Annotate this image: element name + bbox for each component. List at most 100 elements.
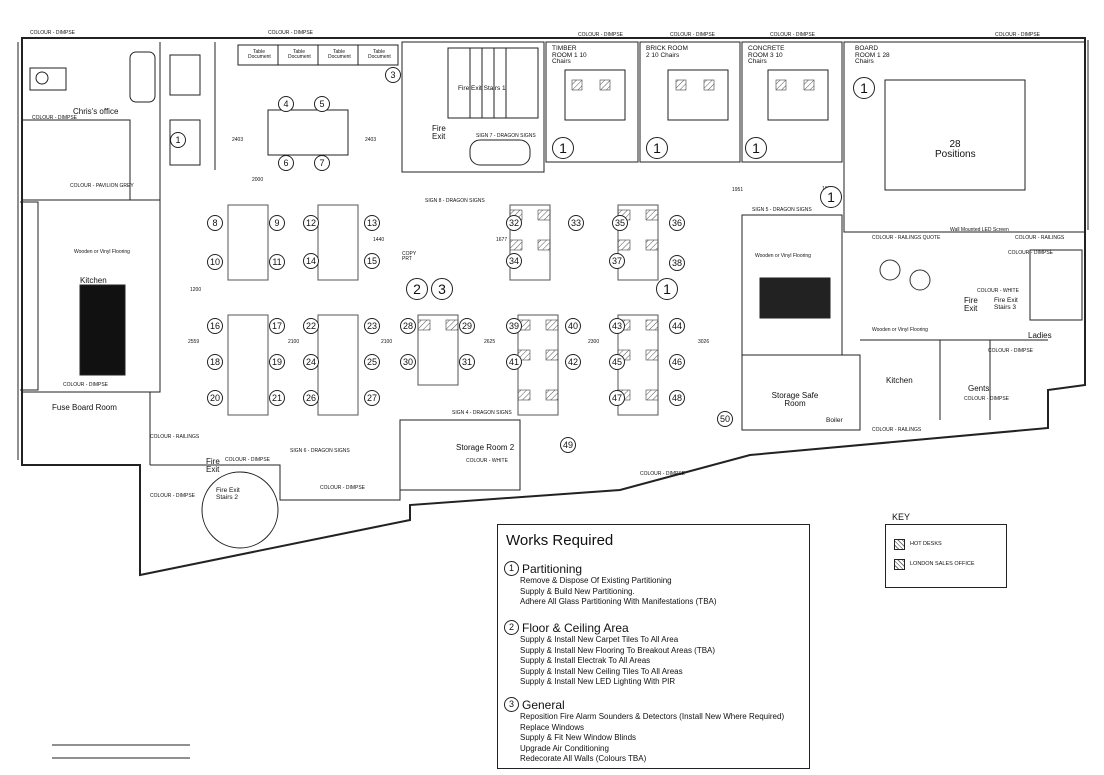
desk-number: 5	[314, 96, 330, 112]
works-item: Supply & Fit New Window Blinds	[520, 733, 637, 742]
dimension-label: 1677	[496, 237, 508, 243]
room-label: Wall Mounted LED Screen	[950, 227, 1009, 233]
sales-office-swatch	[894, 559, 905, 570]
zone-marker: 3	[431, 278, 453, 300]
desk-number: 24	[303, 354, 319, 370]
colour-label: COLOUR - RAILINGS QUOTE	[872, 235, 941, 241]
colour-label: COLOUR - DIMPSE	[30, 30, 76, 36]
desk-number: 47	[609, 390, 625, 406]
desk-number: 11	[269, 254, 285, 270]
room-label: TIMBER ROOM 1 10 Chairs	[552, 45, 587, 65]
dimension-label: 3026	[698, 339, 710, 345]
desk-number: 17	[269, 318, 285, 334]
desk-number: 49	[560, 437, 576, 453]
dimension-label: 1440	[373, 237, 385, 243]
hot-desk-swatch	[894, 539, 905, 550]
room-label: Wooden or Vinyl Flooring	[755, 253, 811, 259]
section-number: 3	[504, 697, 519, 712]
desk-number: 39	[506, 318, 522, 334]
colour-label: COLOUR - RAILINGS	[872, 427, 922, 433]
desk-number: 23	[364, 318, 380, 334]
dimension-label: 2559	[188, 339, 200, 345]
desk-number: 12	[303, 215, 319, 231]
room-label: Storage Room 2	[456, 443, 515, 452]
desk-number: 35	[612, 215, 628, 231]
desk-number: 29	[459, 318, 475, 334]
section-heading: Partitioning	[522, 561, 583, 576]
desk-number: 30	[400, 354, 416, 370]
desk-number: 36	[669, 215, 685, 231]
room-label: CONCRETE ROOM 3 10 Chairs	[748, 45, 785, 65]
desk-number: 4	[278, 96, 294, 112]
room-label: Fuse Board Room	[52, 403, 117, 412]
desk-number: 3	[385, 67, 401, 83]
desk-number: 13	[364, 215, 380, 231]
desk-number: 40	[565, 318, 581, 334]
room-label: BRICK ROOM 2 10 Chairs	[646, 45, 688, 59]
room-label: Kitchen	[80, 276, 107, 285]
legend-key: KEY HOT DESKS LONDON SALES OFFICE	[885, 512, 1007, 588]
table-doc-label: Table Document	[368, 49, 391, 60]
sign-label: SIGN 5 - DRAGON SIGNS	[752, 207, 812, 213]
desk-number: 33	[568, 215, 584, 231]
zone-marker: 1	[646, 137, 668, 159]
colour-label: COLOUR - DIMPSE	[320, 485, 366, 491]
desk-number: 20	[207, 390, 223, 406]
room-label: Gents	[968, 384, 990, 393]
desk-number: 18	[207, 354, 223, 370]
colour-label: COLOUR - DIMPSE	[995, 32, 1041, 38]
desk-number: 16	[207, 318, 223, 334]
desk-number: 26	[303, 390, 319, 406]
colour-label: COLOUR - DIMPSE	[988, 348, 1034, 354]
works-item: Replace Windows	[520, 722, 585, 732]
room-label: Boiler	[826, 417, 843, 424]
colour-label: COLOUR - RAILINGS	[150, 434, 200, 440]
desk-number: 41	[506, 354, 522, 370]
section-number: 2	[504, 620, 519, 635]
room-label: Ladies	[1028, 331, 1052, 340]
colour-label: COLOUR - DIMPSE	[225, 457, 271, 463]
colour-label: COLOUR - DIMPSE	[150, 493, 196, 499]
works-item: Adhere All Glass Partitioning With Manif…	[520, 597, 717, 606]
zone-marker: 1	[820, 186, 842, 208]
zone-marker: 1	[552, 137, 574, 159]
table-doc-label: Table Document	[248, 49, 271, 60]
room-label: COPY PRT	[402, 251, 417, 262]
desk-number: 32	[506, 215, 522, 231]
works-item: Supply & Install New Carpet Tiles To All…	[520, 635, 679, 644]
room-label: Fire Exit	[964, 296, 978, 313]
zone-marker: 2	[406, 278, 428, 300]
colour-label: COLOUR - RAILINGS	[1015, 235, 1065, 241]
key-item: LONDON SALES OFFICE	[910, 561, 975, 567]
zone-marker: 1	[853, 77, 875, 99]
dimension-label: 2300	[588, 339, 600, 345]
colour-label: COLOUR - PAVILION GREY	[70, 183, 134, 189]
section-number: 1	[504, 561, 519, 576]
desk-number: 7	[314, 155, 330, 171]
section-heading: Floor & Ceiling Area	[522, 620, 629, 635]
works-item: Upgrade Air Conditioning	[520, 743, 609, 753]
zone-marker: 1	[745, 137, 767, 159]
desk-number: 44	[669, 318, 685, 334]
colour-label: COLOUR - DIMPSE	[964, 396, 1010, 402]
room-label: Wooden or Vinyl Flooring	[74, 249, 130, 255]
sign-label: SIGN 8 - DRAGON SIGNS	[425, 198, 485, 204]
desk-number: 8	[207, 215, 223, 231]
dimension-label: 2100	[381, 339, 393, 345]
table-doc-label: Table Document	[288, 49, 311, 60]
room-label: Fire Exit Stairs 1	[458, 85, 506, 92]
sign-label: SIGN 7 - DRAGON SIGNS	[476, 133, 536, 139]
room-label: Fire Exit	[206, 457, 220, 474]
colour-label: COLOUR - WHITE	[466, 458, 508, 464]
works-item: Supply & Install New Flooring To Breakou…	[520, 645, 716, 655]
desk-number: 21	[269, 390, 285, 406]
desk-number: 48	[669, 390, 685, 406]
desk-number: 1	[170, 132, 186, 148]
zone-marker: 1	[656, 278, 678, 300]
works-item: Supply & Install New LED Lighting With P…	[520, 677, 676, 686]
desk-number: 6	[278, 155, 294, 171]
